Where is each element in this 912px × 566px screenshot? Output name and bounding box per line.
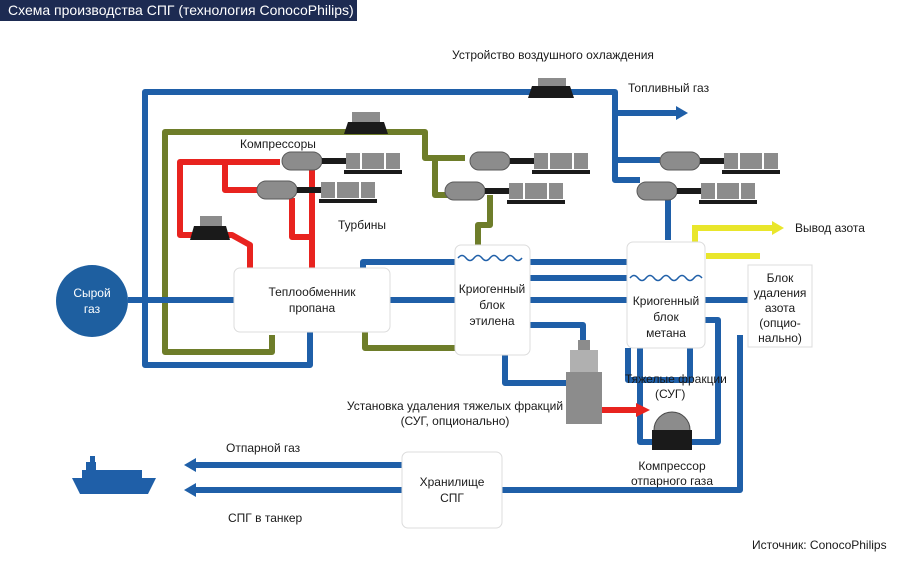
methane-label-2: блок [653,310,679,324]
nitrogen-block-label-3: азота [765,301,796,315]
nitrogen-block-label-1: Блок [767,271,795,285]
air-cooler-mid [344,112,388,134]
methane-block [626,241,706,349]
storage-label-2: СПГ [440,491,464,505]
heavy-fractions-label-2: (СУГ) [655,387,685,401]
compressor-ethylene-2 [444,181,565,204]
heavy-removal-label-1: Установка удаления тяжелых фракций [347,399,563,413]
compressor-methane-2 [636,181,757,204]
fuel-gas-label: Топливный газ [628,81,710,95]
methane-wave [629,274,703,282]
propane-hx-box [233,267,391,333]
propane-loop [177,159,315,270]
propane-hx-label-1: Теплообменник [268,285,356,299]
ethylene-wave [457,254,523,262]
compressor-propane-1 [281,151,402,174]
nitrogen-stream [692,225,775,245]
methane-label-3: метана [646,326,686,340]
nitrogen-arrow [772,221,784,235]
storage-label-1: Хранилище [420,475,485,489]
fuel-gas-arrow [676,106,688,120]
compressor-methane-1 [659,151,780,174]
source-label: Источник: ConocoPhilips [752,538,887,552]
air-cooling-label: Устройство воздушного охлаждения [452,48,654,62]
raw-gas-node [56,265,128,337]
air-cooler-propane [190,216,230,240]
ethylene-label-1: Криогенный [459,282,525,296]
methane-label-1: Криогенный [633,294,699,308]
heavy-fractions-label-1: Тяжелые фракции [625,372,727,386]
diagram-title: Схема производства СПГ (технология Conoc… [0,0,357,21]
boiloff-gas-label: Отпарной газ [226,441,301,455]
nitrogen-block [747,264,813,348]
boiloff-arrow [184,458,196,472]
methane-stream [128,89,748,493]
turbines-label: Турбины [338,218,386,232]
compressor-ethylene-1 [469,151,590,174]
nitrogen-block-label-4: (опцио- [759,316,800,330]
raw-gas-label-2: газ [84,302,101,316]
heavy-removal-label-2: (СУГ, опционально) [401,414,510,428]
ethylene-block [454,244,531,356]
lng-tanker-label: СПГ в танкер [228,511,303,525]
boiloff-compressor-label-1: Компрессор [638,459,706,473]
boiloff-compressor-label-2: отпарного газа [631,474,713,488]
nitrogen-block-label-2: удаления [754,286,807,300]
compressors-label: Компрессоры [240,137,316,151]
raw-gas-label-1: Сырой [73,286,110,300]
air-cooler-top [528,78,574,98]
propane-hx-label-2: пропана [289,301,336,315]
compressor-propane-2 [256,180,377,203]
heavy-fractions-arrow [636,403,650,417]
ethylene-label-2: блок [479,298,505,312]
heavy-removal-column [566,340,602,424]
ethylene-label-3: этилена [469,314,514,328]
lng-storage [401,451,503,529]
nitrogen-out-label: Вывод азота [795,221,865,235]
lng-tanker-arrow [184,483,196,497]
nitrogen-block-label-5: нально) [758,331,802,345]
ethylene-loop [162,129,493,355]
boiloff-compressor [652,411,692,450]
tanker-ship-icon [72,456,156,494]
